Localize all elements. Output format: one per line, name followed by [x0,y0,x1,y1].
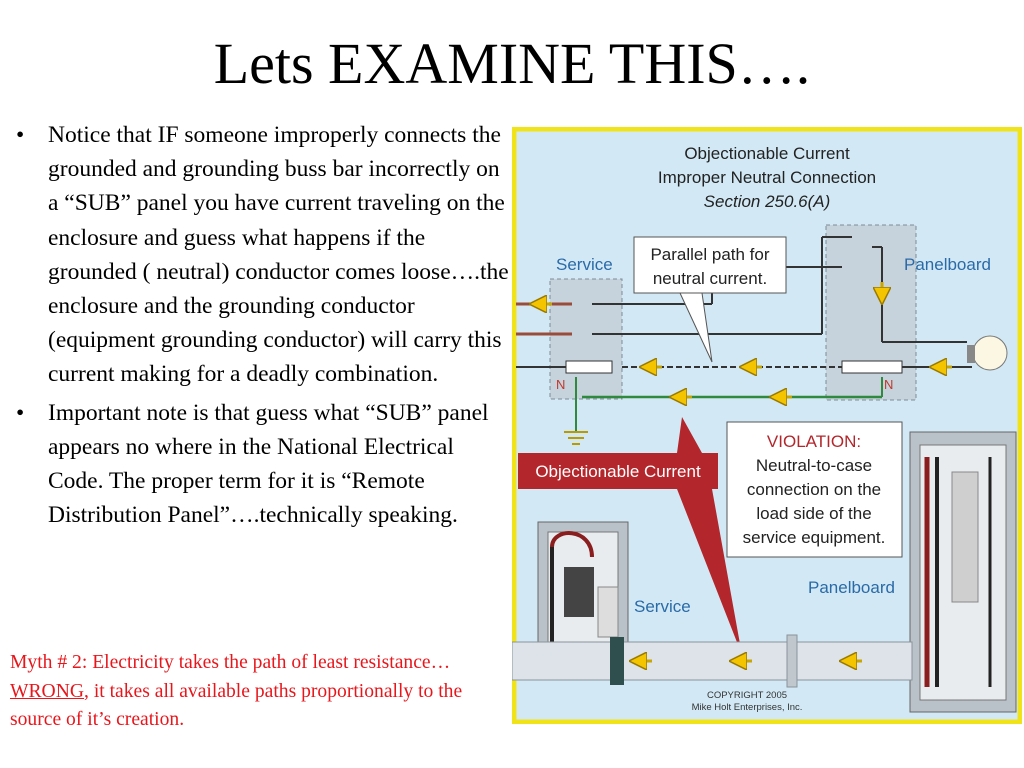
neutral-label-left: N [556,377,565,392]
violation-line2: connection on the [747,480,881,499]
bullet-text-2: Important note is that guess what “SUB” … [48,399,489,529]
bullet-item-2: • Important note is that guess what “SUB… [14,396,514,533]
myth-text-start: Myth # 2: Electricity takes the path of … [10,652,451,673]
violation-line3: load side of the [756,504,871,523]
panelboard-label-bottom: Panelboard [808,578,895,597]
banner-pointer [677,417,742,655]
bullet-symbol: • [16,122,25,148]
bullet-list: • Notice that IF someone improperly conn… [14,118,514,532]
objectionable-banner-text: Objectionable Current [535,462,701,481]
violation-line4: service equipment. [743,528,886,547]
panel-neutral-bar [841,360,903,374]
parallel-path-callout [633,236,787,294]
callout-pointer [679,292,713,363]
objectionable-current-diagram: Objectionable Current Improper Neutral C… [511,126,1023,725]
light-bulb-icon [967,335,1008,371]
service-neutral-bar [565,360,613,374]
violation-line1: Neutral-to-case [756,456,872,475]
diagram-title-line1: Objectionable Current [684,144,850,163]
bullet-text-1: Notice that IF someone improperly connec… [48,122,509,388]
panelboard-label-top: Panelboard [904,255,991,274]
service-schematic-box [549,278,623,400]
objectionable-current-banner [518,453,718,489]
ground-symbol-icon [564,431,588,445]
callout-parallel-line2: neutral current. [653,269,767,288]
copyright-line2: Mike Holt Enterprises, Inc. [692,702,803,713]
callout-parallel-line1: Parallel path for [650,245,769,264]
service-label-top: Service [556,255,613,274]
slide-title: Lets EXAMINE THIS…. [213,31,811,96]
service-label-bottom: Service [634,597,691,616]
diagram-title-line3: Section 250.6(A) [704,192,831,211]
myth-wrong-word: WRONG [10,680,85,702]
current-flow-arrows [532,282,952,397]
myth-note: Myth # 2: Electricity takes the path of … [10,649,480,735]
bullet-item-1: • Notice that IF someone improperly conn… [14,118,514,392]
panelboard-schematic-box [825,224,917,401]
myth-text-end: , it takes all available paths proportio… [10,680,463,731]
panelboard-illustration [909,431,1017,713]
bullet-symbol: • [16,399,25,426]
neutral-label-right: N [884,377,893,392]
violation-title: VIOLATION: [767,432,861,451]
copyright-line1: COPYRIGHT 2005 [707,690,787,701]
diagram-title-line2: Improper Neutral Connection [658,168,876,187]
circuit-wires [516,236,972,432]
violation-callout [726,421,903,558]
